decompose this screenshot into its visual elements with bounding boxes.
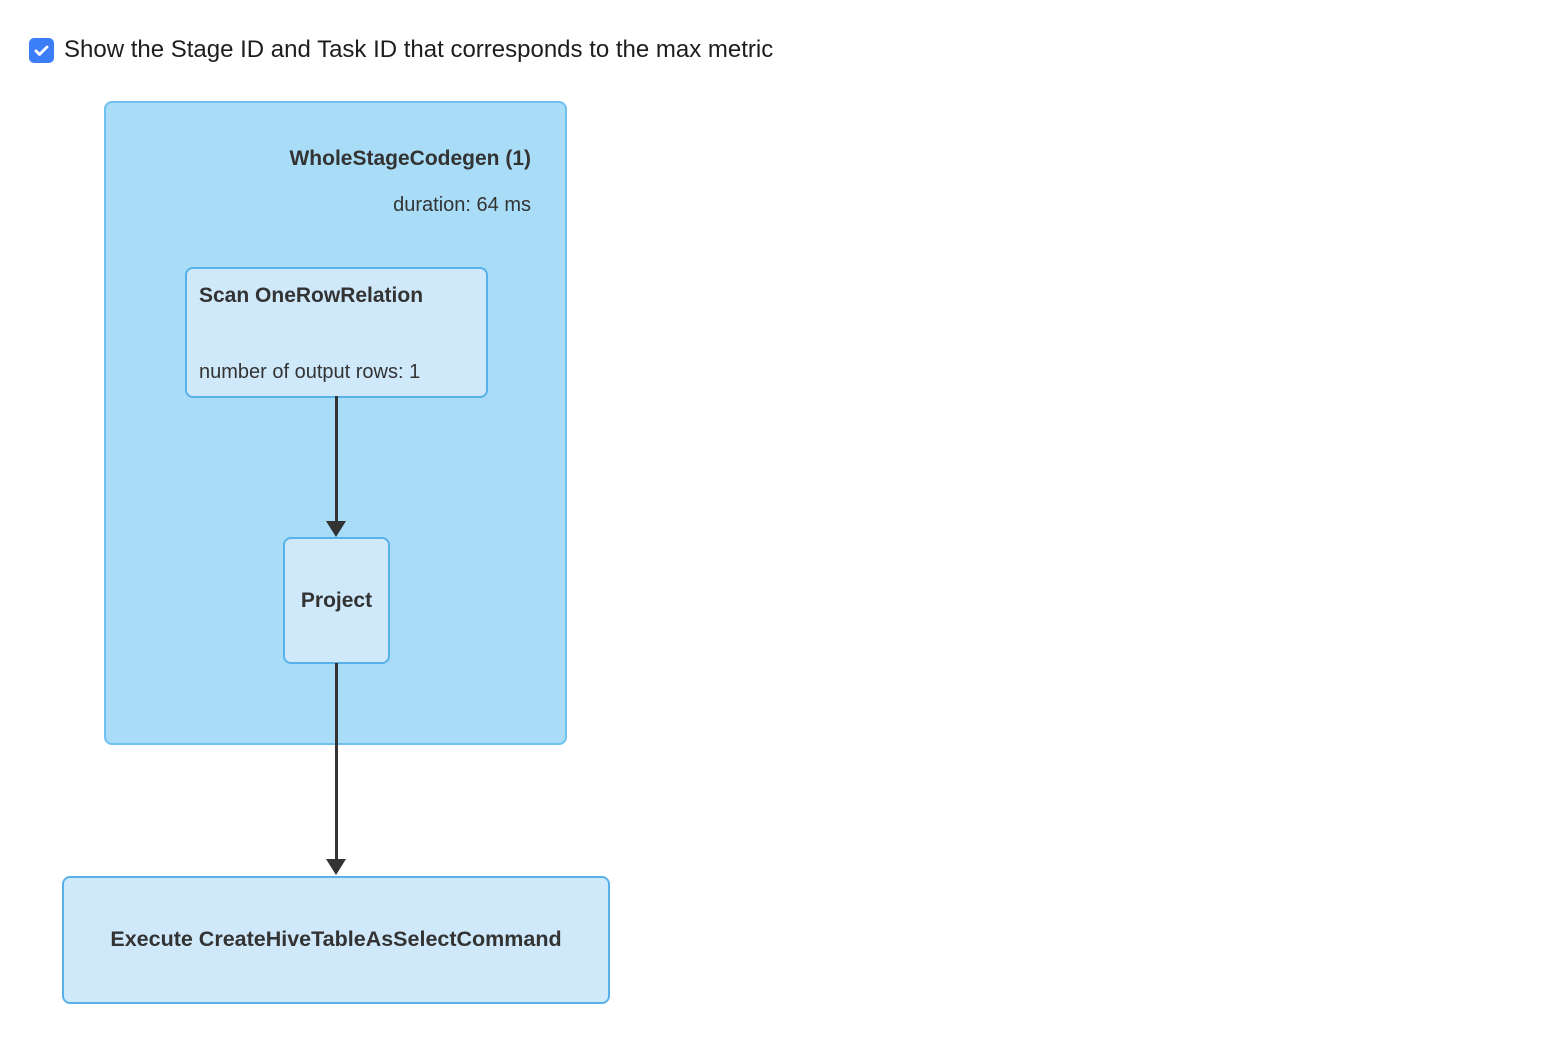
checkmark-icon [34,45,49,56]
node-execute-title: Execute CreateHiveTableAsSelectCommand [110,927,562,952]
node-project-title: Project [300,588,373,612]
arrowhead-icon [326,859,346,875]
arrowhead-icon [326,521,346,537]
node-scan-onerowrelation: Scan OneRowRelation number of output row… [185,267,488,398]
cluster-duration-label: duration: 64 ms [393,194,531,216]
cluster-title-label: WholeStageCodegen (1) [289,147,531,170]
node-project: Project [283,537,390,664]
max-metric-checkbox-row[interactable]: Show the Stage ID and Task ID that corre… [29,36,773,64]
max-metric-checkbox[interactable] [29,37,54,63]
max-metric-checkbox-label: Show the Stage ID and Task ID that corre… [64,36,774,63]
node-scan-metric-output-rows: number of output rows: 1 [199,361,421,383]
node-execute-createhivetable: Execute CreateHiveTableAsSelectCommand [62,876,610,1004]
edge-project-to-execute [335,663,338,860]
node-scan-title: Scan OneRowRelation [199,284,424,307]
edge-scan-to-project [335,396,338,522]
